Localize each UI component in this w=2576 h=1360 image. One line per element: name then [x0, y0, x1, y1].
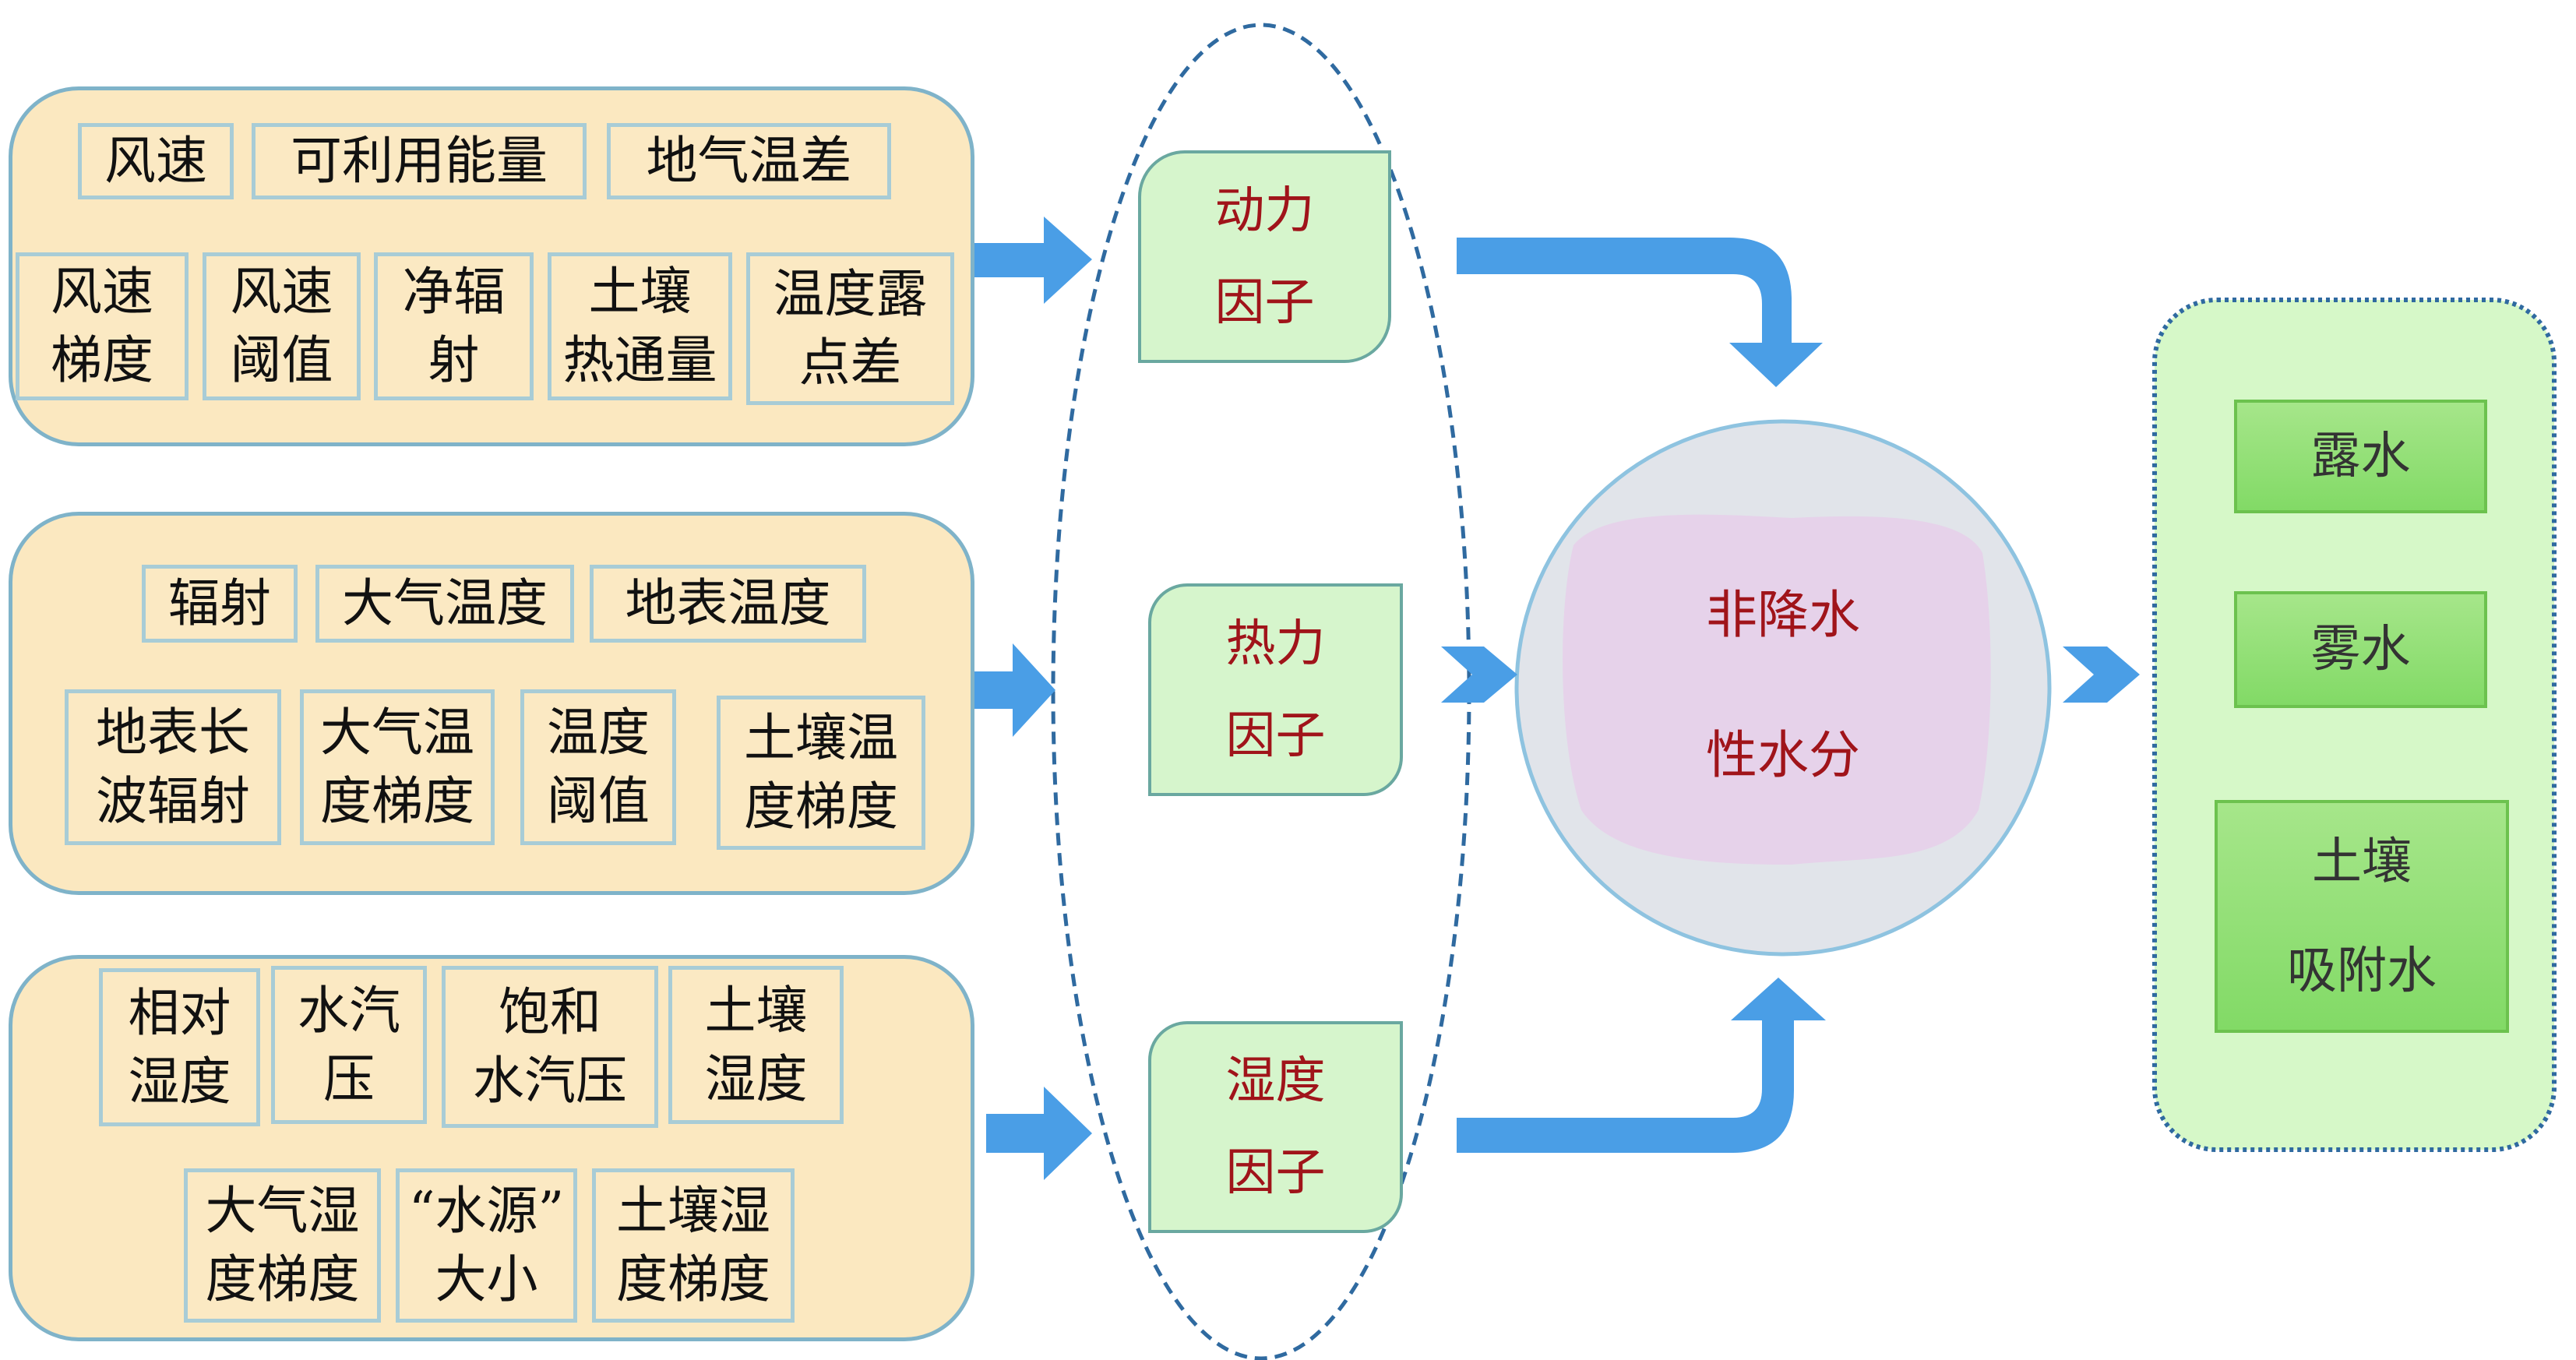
variable-box: 大气温 度梯度	[300, 689, 495, 845]
variable-box: 土壤 湿度	[668, 966, 844, 1124]
variable-box: 饱和 水汽压	[442, 966, 658, 1128]
variable-box: 相对 湿度	[99, 968, 260, 1126]
variable-box: 土壤湿 度梯度	[592, 1168, 795, 1323]
variable-box: 可利用能量	[252, 123, 587, 199]
variable-box: 温度 阈值	[520, 689, 676, 845]
center-blob	[1563, 514, 1991, 865]
arrow-humidity-to-center	[1457, 978, 1826, 1153]
variable-box: 土壤 热通量	[548, 252, 732, 400]
arrow-group2-to-thermal	[974, 643, 1055, 737]
arrow-group1-to-dynamic	[974, 217, 1092, 304]
variable-box: 温度露 点差	[746, 252, 954, 405]
output-dew: 露水	[2234, 400, 2487, 513]
arrow-thermal-to-center	[1441, 647, 1517, 703]
variable-box: 风速 梯度	[16, 252, 189, 400]
variable-box: 辐射	[142, 565, 298, 643]
arrow-center-to-outputs	[2063, 647, 2140, 703]
variable-box: 大气湿 度梯度	[184, 1168, 381, 1323]
arrow-group3-to-humidity	[986, 1087, 1092, 1180]
variable-box: 净辐 射	[374, 252, 534, 400]
factor-dynamic: 动力 因子	[1138, 150, 1391, 363]
factor-humidity: 湿度 因子	[1148, 1021, 1403, 1233]
output-fog: 雾水	[2234, 591, 2487, 708]
factor-thermal: 热力 因子	[1148, 583, 1403, 796]
variable-box: 地气温差	[607, 123, 891, 199]
output-soil-adsorbed-water: 土壤 吸附水	[2215, 800, 2509, 1033]
variable-box: 地表长 波辐射	[65, 689, 281, 845]
variable-box: 风速 阈值	[203, 252, 361, 400]
variable-box: 土壤温 度梯度	[717, 696, 925, 850]
variable-box: 地表温度	[590, 565, 866, 643]
arrow-dynamic-to-center	[1457, 238, 1823, 387]
variable-box: 水汽 压	[271, 966, 427, 1124]
center-label: 非降水 性水分	[1706, 585, 1860, 785]
variable-box: “水源” 大小	[396, 1168, 577, 1323]
variable-box: 风速	[78, 123, 234, 199]
variable-box: 大气温度	[315, 565, 574, 643]
